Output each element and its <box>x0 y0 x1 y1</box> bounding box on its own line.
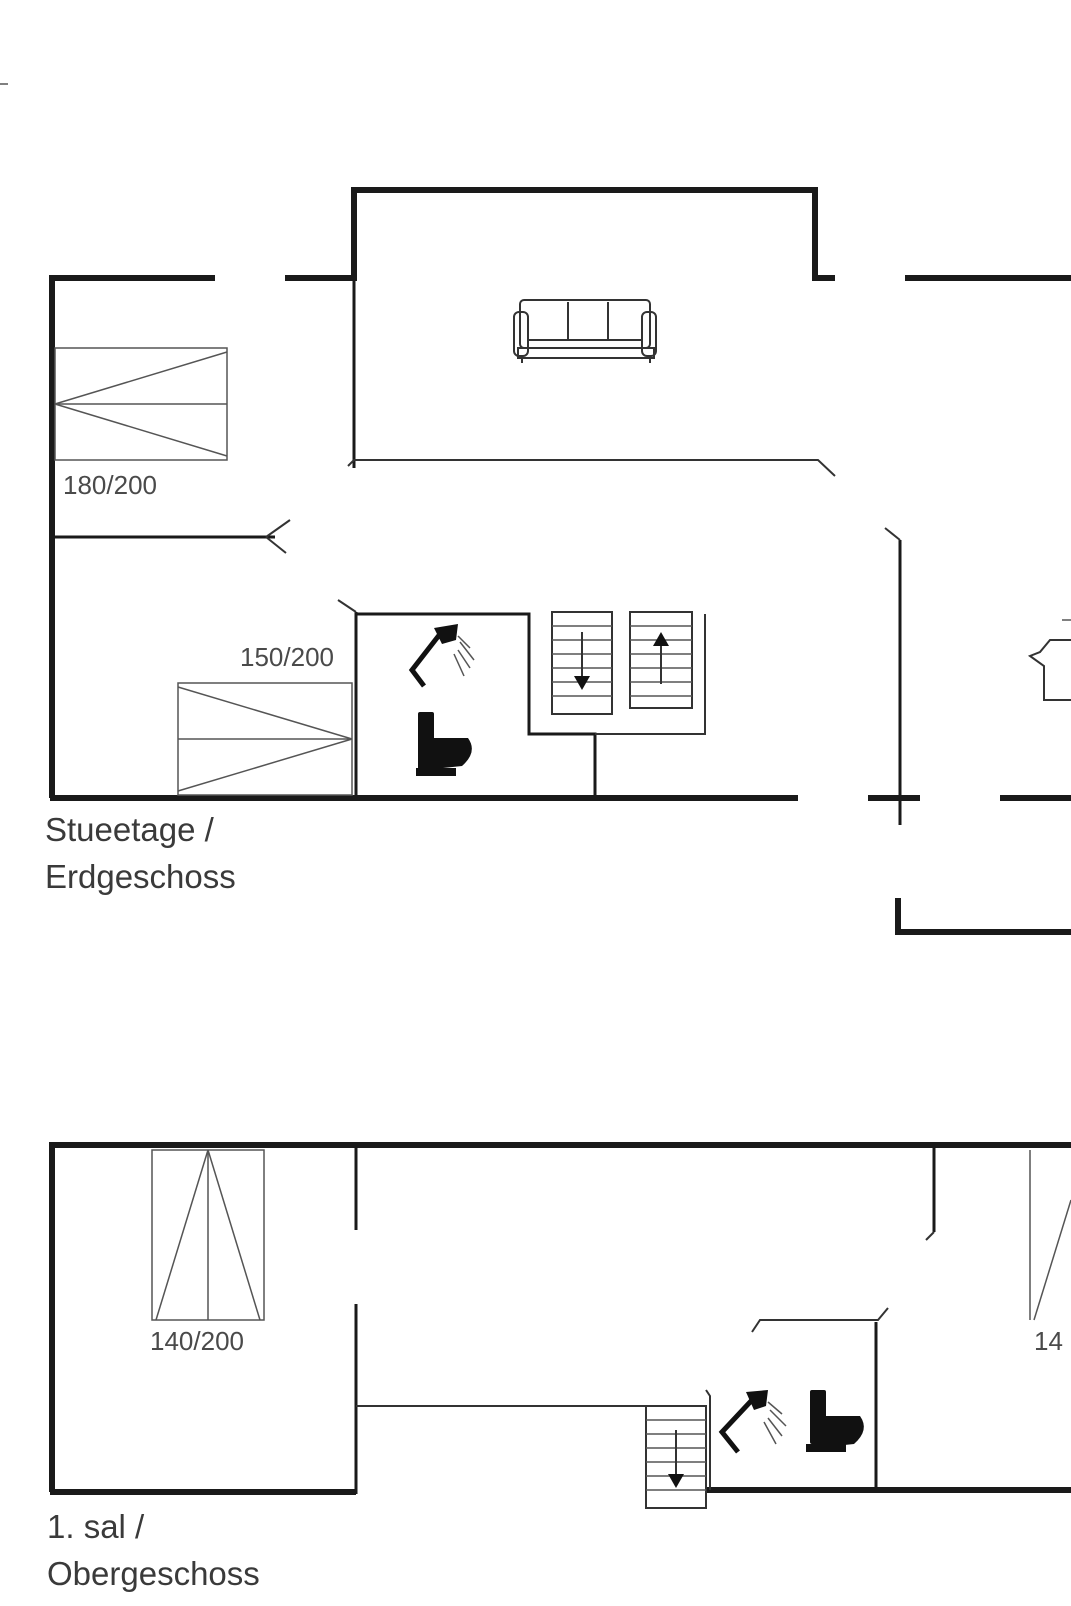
bed-140-200-label: 140/200 <box>150 1326 244 1356</box>
bed-180-200-label: 180/200 <box>63 470 157 500</box>
bed-partial-right <box>1029 1150 1071 1321</box>
ground-floor-walls <box>49 187 1071 935</box>
stairs-down-icon <box>551 611 613 715</box>
ground-floor: 180/200 150/200 <box>45 187 1071 935</box>
ground-floor-label-line2: Erdgeschoss <box>45 858 236 895</box>
sofa-icon <box>513 299 657 363</box>
toilet-icon <box>416 712 472 776</box>
first-floor-label-line2: Obergeschoss <box>47 1555 260 1592</box>
first-floor-label-line1: 1. sal / <box>47 1508 145 1545</box>
ground-floor-label-line1: Stueetage / <box>45 811 215 848</box>
bed-150-200 <box>177 682 353 796</box>
first-floor-walls <box>49 1142 1071 1495</box>
sink-icon <box>1027 619 1071 701</box>
toilet-icon-first-floor <box>806 1390 864 1452</box>
bed-150-200-label: 150/200 <box>240 642 334 672</box>
bed-180-200 <box>54 347 228 461</box>
first-floor: 140/200 14 <box>47 1142 1071 1592</box>
bed-partial-right-label: 14 <box>1034 1326 1063 1356</box>
shower-icon-first-floor <box>718 1390 787 1454</box>
stairs-down-icon-first-floor <box>645 1405 707 1509</box>
first-floor-interior-walls <box>354 1145 936 1494</box>
ground-floor-interior-walls <box>52 278 902 825</box>
shower-icon <box>408 624 475 688</box>
bed-140-200 <box>151 1149 265 1321</box>
stairs-up-icon <box>629 611 706 734</box>
